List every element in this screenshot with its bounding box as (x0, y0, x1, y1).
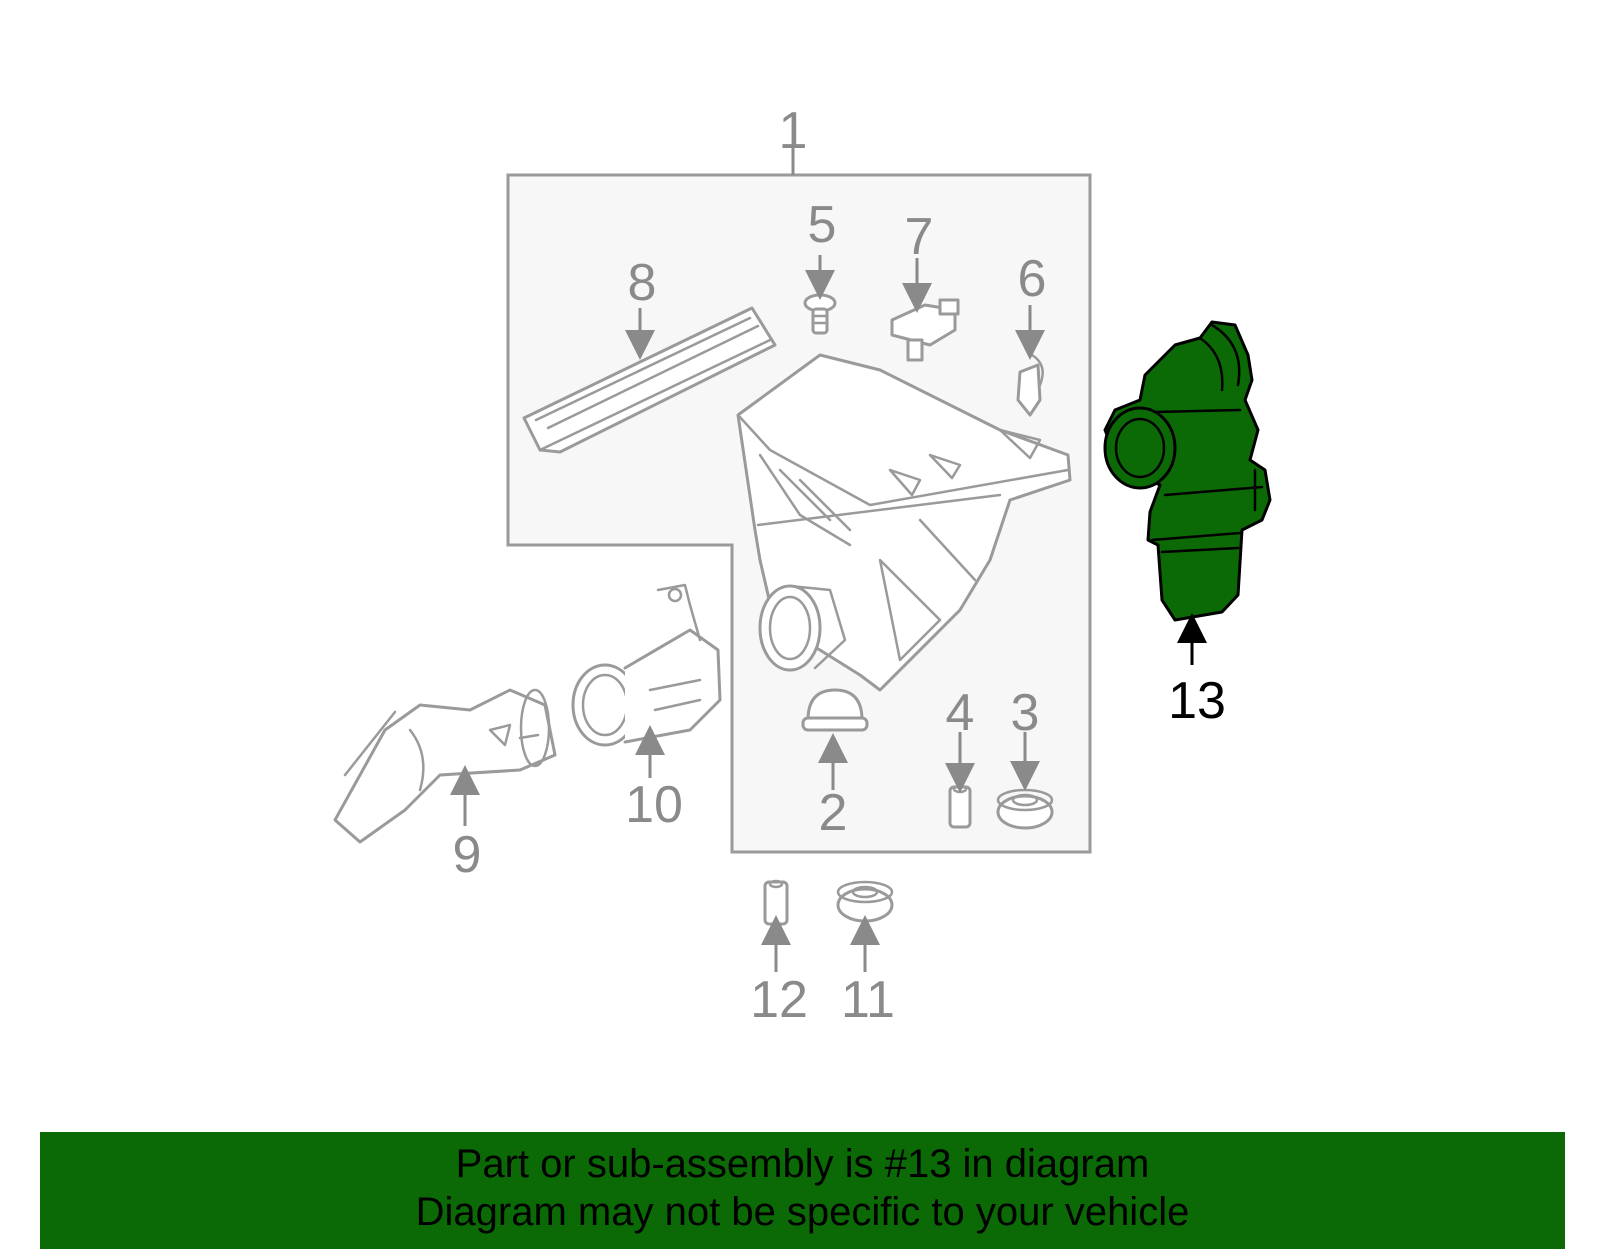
callout-5: 5 (808, 196, 837, 254)
callout-6: 6 (1018, 250, 1047, 308)
part-8-air-filter[interactable] (522, 306, 777, 454)
part-2-mount[interactable] (801, 688, 869, 732)
part-11-grommet[interactable] (836, 880, 894, 923)
callout-3: 3 (1011, 684, 1040, 742)
callout-12: 12 (750, 971, 808, 1029)
banner-line-2: Diagram may not be specific to your vehi… (415, 1190, 1190, 1234)
callout-2: 2 (819, 784, 848, 842)
callout-9: 9 (453, 826, 482, 884)
callout-13: 13 (1168, 672, 1226, 730)
callout-7: 7 (905, 208, 934, 266)
callout-8: 8 (628, 254, 657, 312)
part-12-bushing[interactable] (763, 879, 789, 926)
callout-10: 10 (625, 776, 683, 834)
part-10-adapter[interactable] (571, 583, 722, 747)
callout-4: 4 (946, 684, 975, 742)
part-9-intake-duct[interactable] (333, 688, 557, 844)
banner-line-1: Part or sub-assembly is #13 in diagram (455, 1142, 1150, 1186)
part-4-bushing[interactable] (948, 784, 972, 829)
air-box-housing (736, 353, 1072, 692)
part-13-air-intake[interactable] (1103, 320, 1272, 622)
info-banner: Part or sub-assembly is #13 in diagram D… (40, 1132, 1565, 1249)
callout-1: 1 (779, 102, 808, 160)
callout-11: 11 (841, 971, 895, 1029)
